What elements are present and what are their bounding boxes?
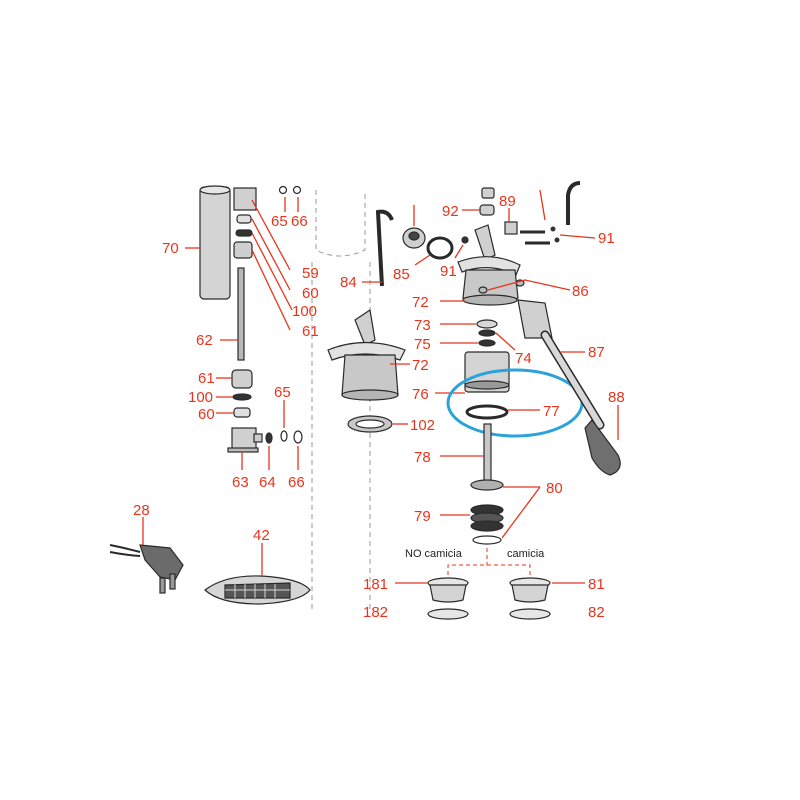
label-72-right: 72 xyxy=(412,294,429,311)
label-81: 81 xyxy=(588,576,605,593)
part-66-washer-top xyxy=(292,185,302,195)
label-74: 74 xyxy=(515,350,532,367)
part-72-group-head-right xyxy=(457,224,521,306)
label-60-lower: 60 xyxy=(198,406,215,423)
label-65: 65 xyxy=(274,384,291,401)
part-42-drip-grid xyxy=(204,575,311,605)
label-91-right: 91 xyxy=(598,230,615,247)
boiler-outline-dashed-lower xyxy=(311,262,371,610)
label-87: 87 xyxy=(588,344,605,361)
highlight-circle-77 xyxy=(446,368,584,438)
part-100-oring-lower xyxy=(232,393,252,401)
label-86: 86 xyxy=(572,283,589,300)
part-92-nut xyxy=(479,204,495,216)
label-80: 80 xyxy=(546,480,563,497)
part-79-spring-stack xyxy=(470,504,504,532)
part-73-ring xyxy=(476,319,498,329)
label-65-top: 65 xyxy=(271,213,288,230)
part-63-valve-body xyxy=(227,427,263,453)
part-65-washer xyxy=(280,430,288,442)
label-102: 102 xyxy=(410,417,435,434)
part-59-fitting xyxy=(233,187,257,211)
part-62-rod xyxy=(237,267,245,361)
part-70-tube xyxy=(199,185,231,300)
label-72-left: 72 xyxy=(412,357,429,374)
part-91-pin-left xyxy=(461,236,469,244)
label-89: 89 xyxy=(499,193,516,210)
part-92-nut-top xyxy=(481,187,495,199)
caption-camicia: camicia xyxy=(507,548,545,560)
part-88-knob-top xyxy=(402,227,426,249)
part-80-ring xyxy=(472,535,502,545)
label-61-top: 61 xyxy=(302,323,319,340)
label-70: 70 xyxy=(162,240,179,257)
part-74-oring xyxy=(478,329,496,337)
label-100-lower: 100 xyxy=(188,389,213,406)
label-79: 79 xyxy=(414,508,431,525)
part-77-gasket xyxy=(465,404,509,420)
label-182: 182 xyxy=(363,604,388,621)
label-92: 92 xyxy=(442,203,459,220)
part-61-nut-lower xyxy=(231,369,253,389)
part-85-ring xyxy=(426,236,454,260)
part-78-shaft xyxy=(470,423,504,491)
part-89-spacer xyxy=(504,221,518,235)
label-76: 76 xyxy=(412,386,429,403)
part-102-gasket xyxy=(347,415,393,433)
label-91-left: 91 xyxy=(440,263,457,280)
label-77: 77 xyxy=(543,403,560,420)
label-85: 85 xyxy=(393,266,410,283)
label-63: 63 xyxy=(232,474,249,491)
label-73: 73 xyxy=(414,317,431,334)
part-84-lbar xyxy=(375,209,394,287)
part-66-washer xyxy=(293,430,303,444)
part-60-washer xyxy=(236,214,252,224)
label-28: 28 xyxy=(133,502,150,519)
label-62: 62 xyxy=(196,332,213,349)
label-88: 88 xyxy=(608,389,625,406)
part-88-handle xyxy=(584,419,621,476)
label-84: 84 xyxy=(340,274,357,291)
boiler-outline-dashed xyxy=(315,190,366,257)
label-78: 78 xyxy=(414,449,431,466)
part-91-clip-a xyxy=(550,226,556,232)
part-tube-right xyxy=(566,181,581,225)
part-64-washer xyxy=(265,432,273,444)
part-65-washer-top xyxy=(278,185,288,195)
label-60-top: 60 xyxy=(302,285,319,302)
label-42: 42 xyxy=(253,527,270,544)
part-75-oring xyxy=(478,339,496,347)
caption-no-camicia: NO camicia xyxy=(405,548,463,560)
part-61-nut xyxy=(233,241,253,259)
label-64: 64 xyxy=(259,474,276,491)
part-28-power-plug xyxy=(109,544,184,594)
label-82: 82 xyxy=(588,604,605,621)
part-82-basket-partial xyxy=(509,608,551,620)
part-100-oring xyxy=(235,229,253,237)
part-81-filter-basket xyxy=(509,577,551,603)
part-181-filter-basket xyxy=(427,577,469,603)
label-66-top: 66 xyxy=(291,213,308,230)
label-181: 181 xyxy=(363,576,388,593)
label-66: 66 xyxy=(288,474,305,491)
part-60-washer-lower xyxy=(233,407,251,418)
label-75: 75 xyxy=(414,336,431,353)
part-72-group-head-left xyxy=(327,308,406,401)
part-182-basket-partial xyxy=(427,608,469,620)
part-91-clip-b xyxy=(554,237,560,243)
camicia-bracket xyxy=(447,548,531,575)
label-61-lower: 61 xyxy=(198,370,215,387)
label-59: 59 xyxy=(302,265,319,282)
part-86-screw-a xyxy=(478,286,488,294)
label-100-top: 100 xyxy=(292,303,317,320)
